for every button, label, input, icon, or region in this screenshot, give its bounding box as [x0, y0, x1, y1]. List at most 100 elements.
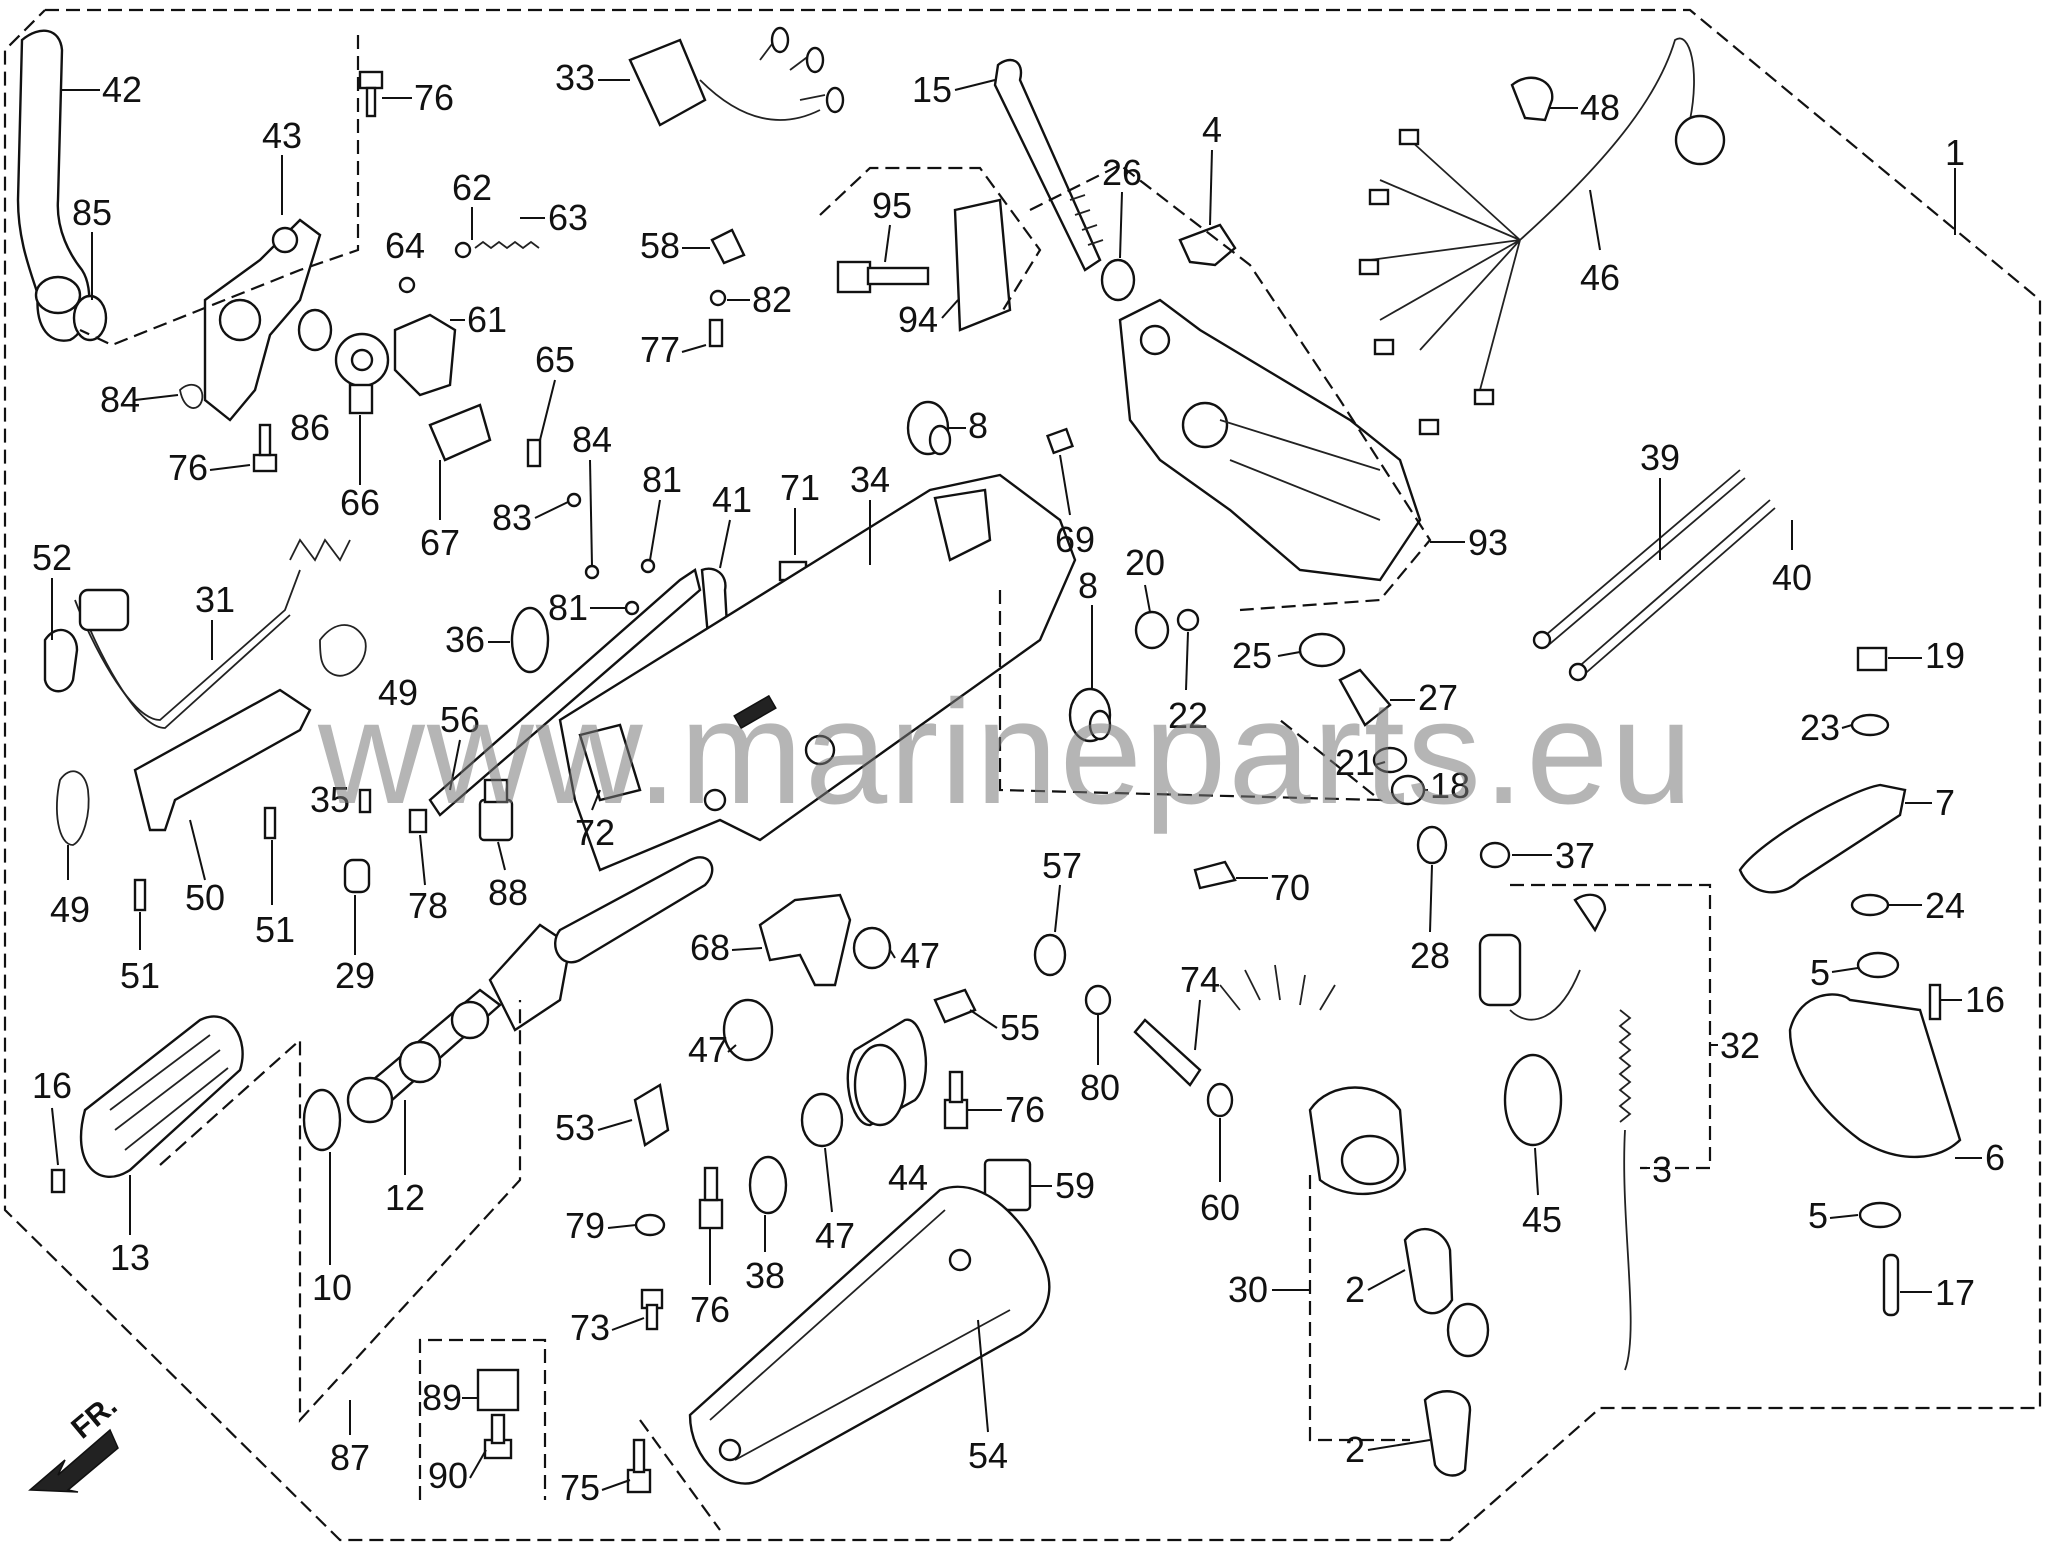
callout-13: 13: [110, 1237, 150, 1278]
part-79-nut: [634, 1213, 666, 1237]
callout-94: 94: [898, 299, 938, 340]
callout-46: 46: [1580, 257, 1620, 298]
part-26-washer: [1100, 258, 1136, 302]
part-82-washer: [709, 289, 727, 307]
callout-64: 64: [385, 225, 425, 266]
part-76-screw-left: [252, 423, 278, 473]
callout-5-a: 5: [1810, 952, 1830, 993]
callout-15: 15: [912, 69, 952, 110]
part-25-washer: [1298, 632, 1346, 668]
callout-74: 74: [1180, 959, 1220, 1000]
callout-54: 54: [968, 1435, 1008, 1476]
part-58-clip: [710, 228, 746, 265]
part-61-plate: [393, 313, 457, 397]
part-37-nut: [1479, 841, 1511, 869]
part-19-nut: [1856, 646, 1888, 672]
callout-55: 55: [1000, 1007, 1040, 1048]
part-43-bracket: [203, 218, 322, 422]
part-30-kill-switch: [1219, 964, 1407, 1196]
callout-3: 3: [1652, 1149, 1672, 1190]
callout-43: 43: [262, 115, 302, 156]
callout-95: 95: [872, 185, 912, 226]
part-2-key-a: [1403, 1228, 1454, 1315]
part-86-nut: [297, 308, 333, 352]
part-69-pad: [1045, 427, 1075, 455]
callout-19: 19: [1925, 635, 1965, 676]
callout-20: 20: [1125, 542, 1165, 583]
part-13-throttle-grip: [79, 1015, 244, 1178]
part-65-screw: [526, 438, 542, 468]
callout-37: 37: [1555, 835, 1595, 876]
part-88-fitting: [478, 778, 514, 842]
part-81-ring-b: [624, 600, 640, 616]
part-32-friction-assembly: [1478, 893, 1607, 1021]
callout-67: 67: [420, 522, 460, 563]
callout-47-a: 47: [900, 935, 940, 976]
part-10-ring: [302, 1088, 342, 1152]
part-48-clamp: [1510, 76, 1554, 122]
group-frame-94: [819, 166, 1042, 316]
callout-85: 85: [72, 192, 112, 233]
direction-label: FR.: [65, 1389, 123, 1445]
part-66-gear: [334, 332, 390, 415]
part-62-pin: [454, 241, 472, 259]
part-90-screw: [483, 1413, 513, 1460]
part-89-clip: [476, 1368, 520, 1412]
part-throttle-tube: [554, 856, 714, 964]
callout-66: 66: [340, 482, 380, 523]
callout-84-left: 84: [100, 379, 140, 420]
part-42-lever: [16, 29, 91, 342]
part-56-shift-rod: [428, 568, 702, 817]
part-76-screw-mid: [698, 1166, 724, 1230]
callout-34: 34: [850, 459, 890, 500]
part-63-spring: [474, 240, 540, 250]
part-76-screw-top: [358, 70, 384, 118]
callout-60: 60: [1200, 1187, 1240, 1228]
part-51-screw-b: [133, 878, 147, 912]
part-7-plate: [1738, 783, 1907, 894]
callout-2-b: 2: [1345, 1429, 1365, 1470]
callout-47-b: 47: [688, 1029, 728, 1070]
group-frame-43: [79, 35, 360, 347]
callout-80: 80: [1080, 1067, 1120, 1108]
callout-70: 70: [1270, 867, 1310, 908]
part-85-washer: [72, 294, 108, 342]
callout-17: 17: [1935, 1272, 1975, 1313]
callout-8-a: 8: [968, 405, 988, 446]
callout-45: 45: [1522, 1199, 1562, 1240]
part-60-ring: [1206, 1082, 1234, 1118]
callout-4: 4: [1202, 109, 1222, 150]
part-16-screw-left: [50, 1168, 66, 1194]
callout-75: 75: [560, 1467, 600, 1508]
callout-61: 61: [467, 299, 507, 340]
callout-63: 63: [548, 197, 588, 238]
part-47-clip-c: [800, 1092, 844, 1148]
callout-86: 86: [290, 407, 330, 448]
part-2-oring: [1446, 1302, 1490, 1358]
callout-30: 30: [1228, 1269, 1268, 1310]
callout-47-c: 47: [815, 1215, 855, 1256]
part-8-bushing-a: [906, 400, 952, 456]
callout-2-a: 2: [1345, 1269, 1365, 1310]
callout-8-b: 8: [1078, 565, 1098, 606]
part-52-holder: [43, 628, 79, 693]
group-frame-89: [418, 1338, 547, 1500]
callout-labels: 42 85 43 76 62 63 64 61 84 86 76 66 67 6…: [32, 57, 2005, 1508]
part-3-spring: [1618, 1009, 1632, 1371]
callout-59: 59: [1055, 1165, 1095, 1206]
callout-18: 18: [1430, 765, 1470, 806]
group-frame-54: [639, 1419, 721, 1531]
part-94-bracket: [953, 198, 1012, 332]
callout-58: 58: [640, 225, 680, 266]
part-46-wire-harness: [1358, 37, 1726, 436]
part-55-clip: [933, 988, 977, 1024]
callout-73: 73: [570, 1307, 610, 1348]
part-36-grommet: [510, 606, 550, 674]
part-23-washer: [1850, 713, 1890, 737]
callout-52: 52: [32, 537, 72, 578]
callout-81-a: 81: [642, 459, 682, 500]
callout-32: 32: [1720, 1025, 1760, 1066]
part-75-screw: [626, 1438, 652, 1494]
callout-87: 87: [330, 1437, 370, 1478]
